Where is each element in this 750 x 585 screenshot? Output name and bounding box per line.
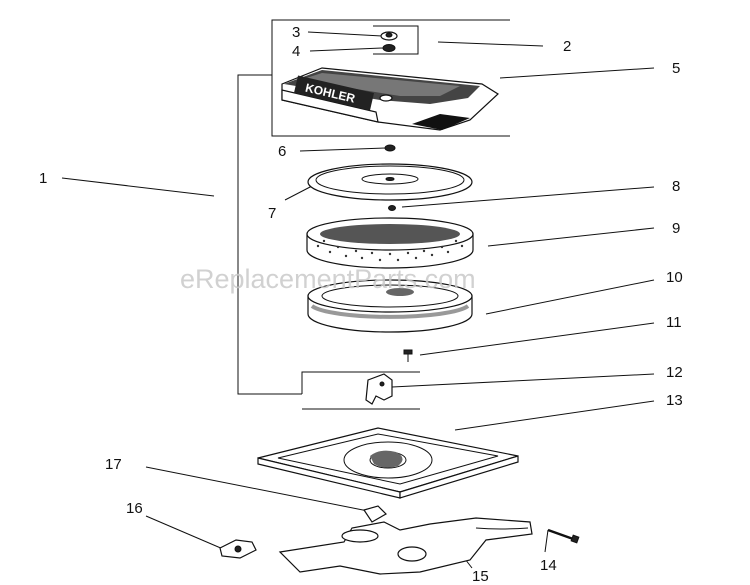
part-screw	[547, 528, 580, 544]
callout-9: 9	[672, 220, 680, 237]
part-air-cleaner-cover: KOHLER	[281, 67, 499, 131]
part-nut	[384, 144, 396, 152]
callout-6: 6	[278, 143, 286, 160]
assembly-brackets	[237, 19, 510, 410]
callout-3: 3	[292, 24, 300, 41]
callout-16: 16	[126, 500, 143, 517]
kohler-logo-plate	[293, 75, 375, 111]
part-elbow	[278, 517, 533, 575]
part-element-cover	[307, 163, 473, 201]
callout-12: 12	[666, 364, 683, 381]
callout-15: 15	[472, 568, 489, 585]
part-air-cleaner-base	[257, 427, 519, 499]
callout-5: 5	[672, 60, 680, 77]
part-wing-nut	[380, 31, 398, 41]
callout-14: 14	[540, 557, 557, 574]
part-grommet	[388, 205, 396, 211]
callout-1: 1	[39, 170, 47, 187]
part-air-filter-element	[307, 279, 473, 333]
callout-11: 11	[666, 314, 682, 331]
part-bracket	[365, 373, 393, 405]
part-precleaner	[306, 217, 474, 269]
part-stud	[403, 349, 413, 362]
callout-17: 17	[105, 456, 122, 473]
callout-4: 4	[292, 43, 300, 60]
part-gasket	[363, 505, 387, 523]
leader-lines	[61, 31, 655, 569]
callout-7: 7	[268, 205, 276, 222]
part-seal-washer	[382, 44, 396, 52]
watermark: eReplacementParts.com	[180, 264, 476, 294]
callout-labels: 1 2 3 4 5 6 7 8 9 10 11 12 13 14 15 16 1…	[39, 24, 683, 585]
callout-2: 2	[563, 38, 571, 55]
part-flange-gasket	[219, 539, 257, 559]
callout-8: 8	[672, 178, 680, 195]
callout-13: 13	[666, 392, 683, 409]
callout-10: 10	[666, 269, 683, 286]
